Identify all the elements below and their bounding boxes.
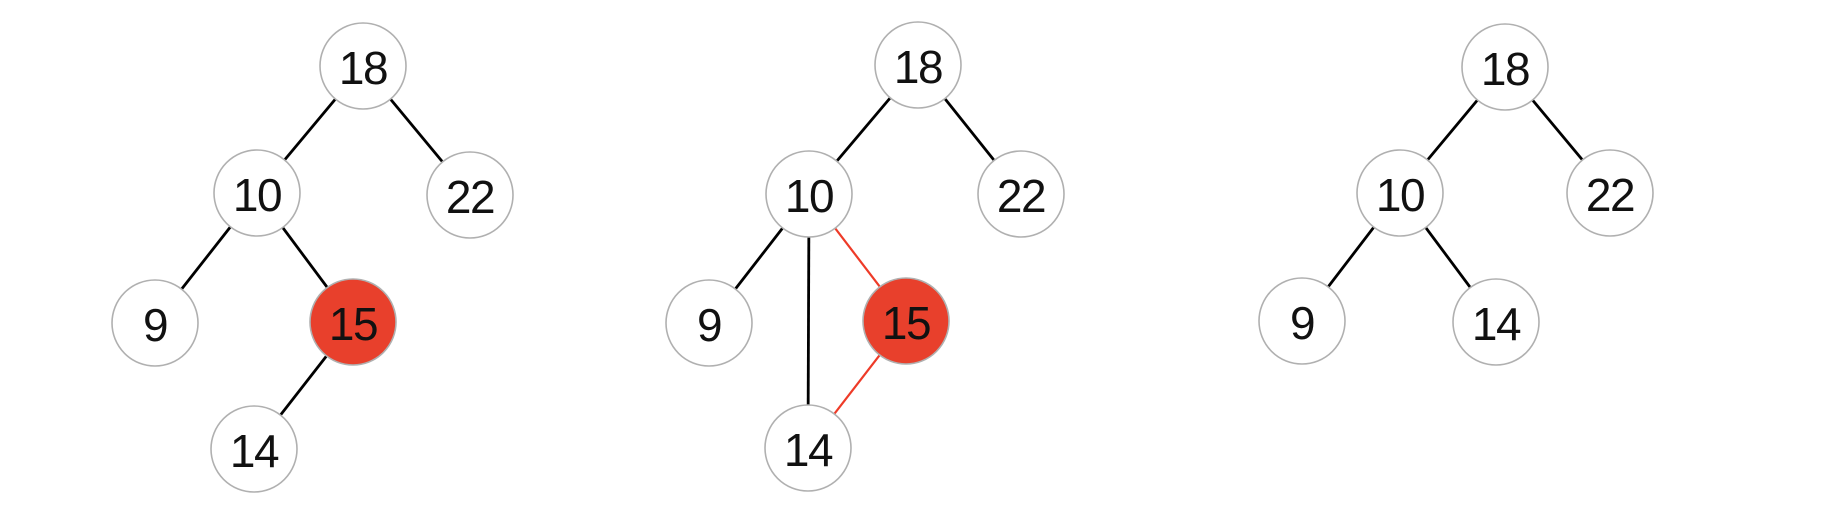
- node-label-14: 14: [784, 424, 833, 476]
- node-label-18: 18: [894, 41, 942, 93]
- node-22: [426, 151, 514, 239]
- node-label-10: 10: [1376, 169, 1424, 221]
- node-10: [213, 149, 301, 237]
- node-label-18: 18: [1481, 43, 1529, 95]
- node-14: [210, 405, 298, 493]
- node-label-15: 15: [329, 298, 377, 350]
- node-22: [1566, 149, 1654, 237]
- node-label-22: 22: [1586, 169, 1634, 221]
- node-label-9: 9: [143, 299, 167, 351]
- node-14: [764, 404, 852, 492]
- node-label-14: 14: [1472, 298, 1521, 350]
- node-18: [874, 21, 962, 109]
- node-label-10: 10: [233, 169, 281, 221]
- node-22: [977, 150, 1065, 238]
- node-label-9: 9: [697, 299, 721, 351]
- node-label-18: 18: [339, 42, 387, 94]
- tree-step-3-node-removed: 18 10 22 9 14: [1258, 23, 1654, 366]
- node-9: [111, 279, 199, 367]
- node-label-22: 22: [997, 170, 1045, 222]
- node-label-10: 10: [785, 170, 833, 222]
- tree-step-1-target-found: 18 10 22 9 15 14: [111, 22, 514, 493]
- tree-step-2-bypass-links: 18 10 22 9 15 14: [665, 21, 1065, 492]
- node-15-highlighted: [309, 278, 397, 366]
- node-18: [1461, 23, 1549, 111]
- node-10: [765, 150, 853, 238]
- node-10: [1356, 149, 1444, 237]
- node-9: [665, 279, 753, 367]
- node-18: [319, 22, 407, 110]
- node-9: [1258, 277, 1346, 365]
- node-14: [1452, 278, 1540, 366]
- node-15-highlighted: [862, 277, 950, 365]
- node-label-9: 9: [1290, 297, 1314, 349]
- node-label-15: 15: [882, 297, 930, 349]
- node-label-22: 22: [446, 171, 494, 223]
- node-label-14: 14: [230, 425, 279, 477]
